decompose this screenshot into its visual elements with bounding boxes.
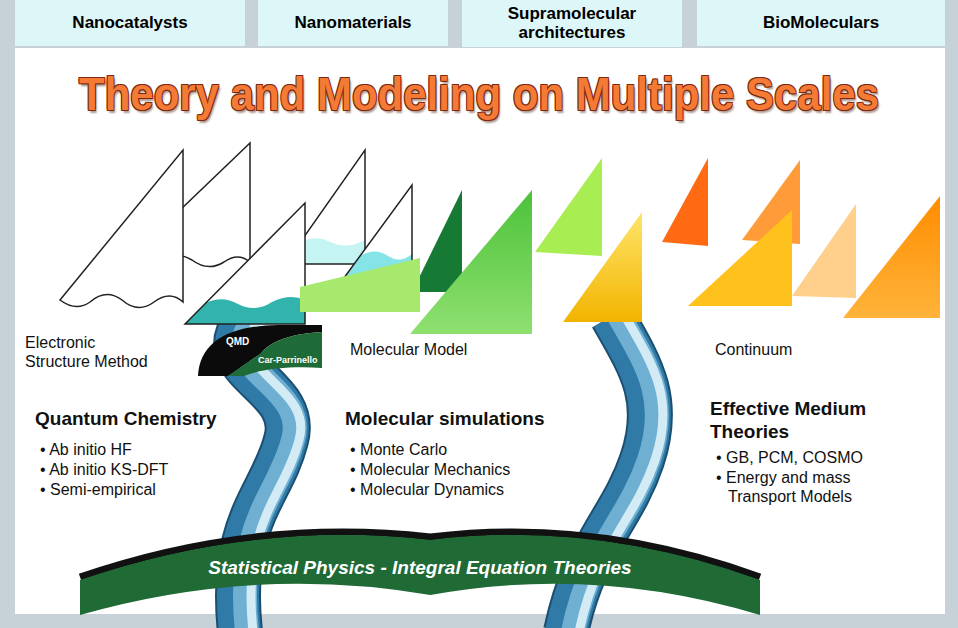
- white-panel: [15, 48, 945, 614]
- method-item: • Monte Carlo: [350, 440, 590, 459]
- yellow-sail: [688, 210, 792, 306]
- label-slot: Continuum: [715, 340, 915, 359]
- title-slot: Theory and Modeling on Multiple Scales: [79, 70, 956, 118]
- yellow-sail: [563, 212, 642, 322]
- label-slot: • Semi-empirical: [40, 480, 240, 499]
- method-item: • Energy and mass Transport Models: [716, 468, 891, 506]
- method-item: • GB, PCM, COSMO: [716, 448, 936, 467]
- black-band: [198, 325, 322, 376]
- sails: [60, 143, 940, 334]
- method-item: • Molecular Mechanics: [350, 460, 590, 479]
- section-heading: Molecular simulations: [345, 408, 595, 431]
- box-text: BioMoleculars: [763, 14, 879, 33]
- label-slot: • Ab initio HF: [40, 440, 260, 459]
- section-heading: Effective Medium Theories: [710, 398, 915, 444]
- band-fill: [80, 535, 760, 615]
- method-item: • Semi-empirical: [40, 480, 240, 499]
- label-slot: • Monte Carlo: [350, 440, 590, 459]
- box-text: Nanomaterials: [294, 14, 411, 33]
- scale-header-box: Supramolecular architectures: [462, 0, 682, 47]
- scale-header-box: BioMoleculars: [697, 0, 945, 46]
- label-slot: Molecular Model: [350, 340, 550, 359]
- label-slot: • Energy and mass Transport Models: [716, 468, 891, 506]
- orange-sail: [843, 196, 940, 318]
- scale-header-box: Nanomaterials: [258, 0, 448, 46]
- method-tag: Car-Parrinello: [258, 355, 318, 366]
- box-text: Nanocatalysts: [72, 14, 187, 33]
- green-sail: [300, 258, 420, 312]
- label-slot: • Ab initio KS-DFT: [40, 460, 260, 479]
- label-slot: • Molecular Mechanics: [350, 460, 590, 479]
- white-sail-fill: [185, 203, 305, 324]
- box-text: Supramolecular architectures: [470, 5, 674, 42]
- method-item: • Ab initio KS-DFT: [40, 460, 260, 479]
- label-slot: Effective Medium Theories: [710, 398, 915, 444]
- method-item: • Ab initio HF: [40, 440, 260, 459]
- scale-label: Electronic Structure Method: [25, 333, 160, 371]
- diagram-title: Theory and Modeling on Multiple Scales: [79, 70, 879, 118]
- orange-sail: [662, 158, 708, 246]
- method-tag: QMD: [226, 336, 249, 347]
- white-sail-outline: [185, 203, 305, 324]
- label-slot: Molecular simulations: [345, 408, 595, 431]
- theory-band: Statistical Physics - Integral Equation …: [80, 520, 760, 615]
- label-slot: • Molecular Dynamics: [350, 480, 590, 499]
- label-slot: • GB, PCM, COSMO: [716, 448, 936, 467]
- orange-sail: [792, 204, 856, 298]
- green-sail: [535, 158, 602, 256]
- scale-label: Molecular Model: [350, 340, 550, 359]
- white-sail: [60, 150, 183, 308]
- water: [185, 297, 305, 324]
- band-text: Statistical Physics - Integral Equation …: [208, 557, 631, 579]
- section-heading: Quantum Chemistry: [35, 408, 265, 431]
- scale-header-box: Nanocatalysts: [15, 0, 245, 46]
- label-slot: Electronic Structure Method: [25, 333, 160, 371]
- qmd-band-shape: [198, 324, 322, 376]
- scale-label: Continuum: [715, 340, 915, 359]
- green-sail: [410, 190, 532, 334]
- method-item: • Molecular Dynamics: [350, 480, 590, 499]
- qmd-band: QMD Car-Parrinello: [198, 324, 322, 376]
- label-slot: Quantum Chemistry: [35, 408, 265, 431]
